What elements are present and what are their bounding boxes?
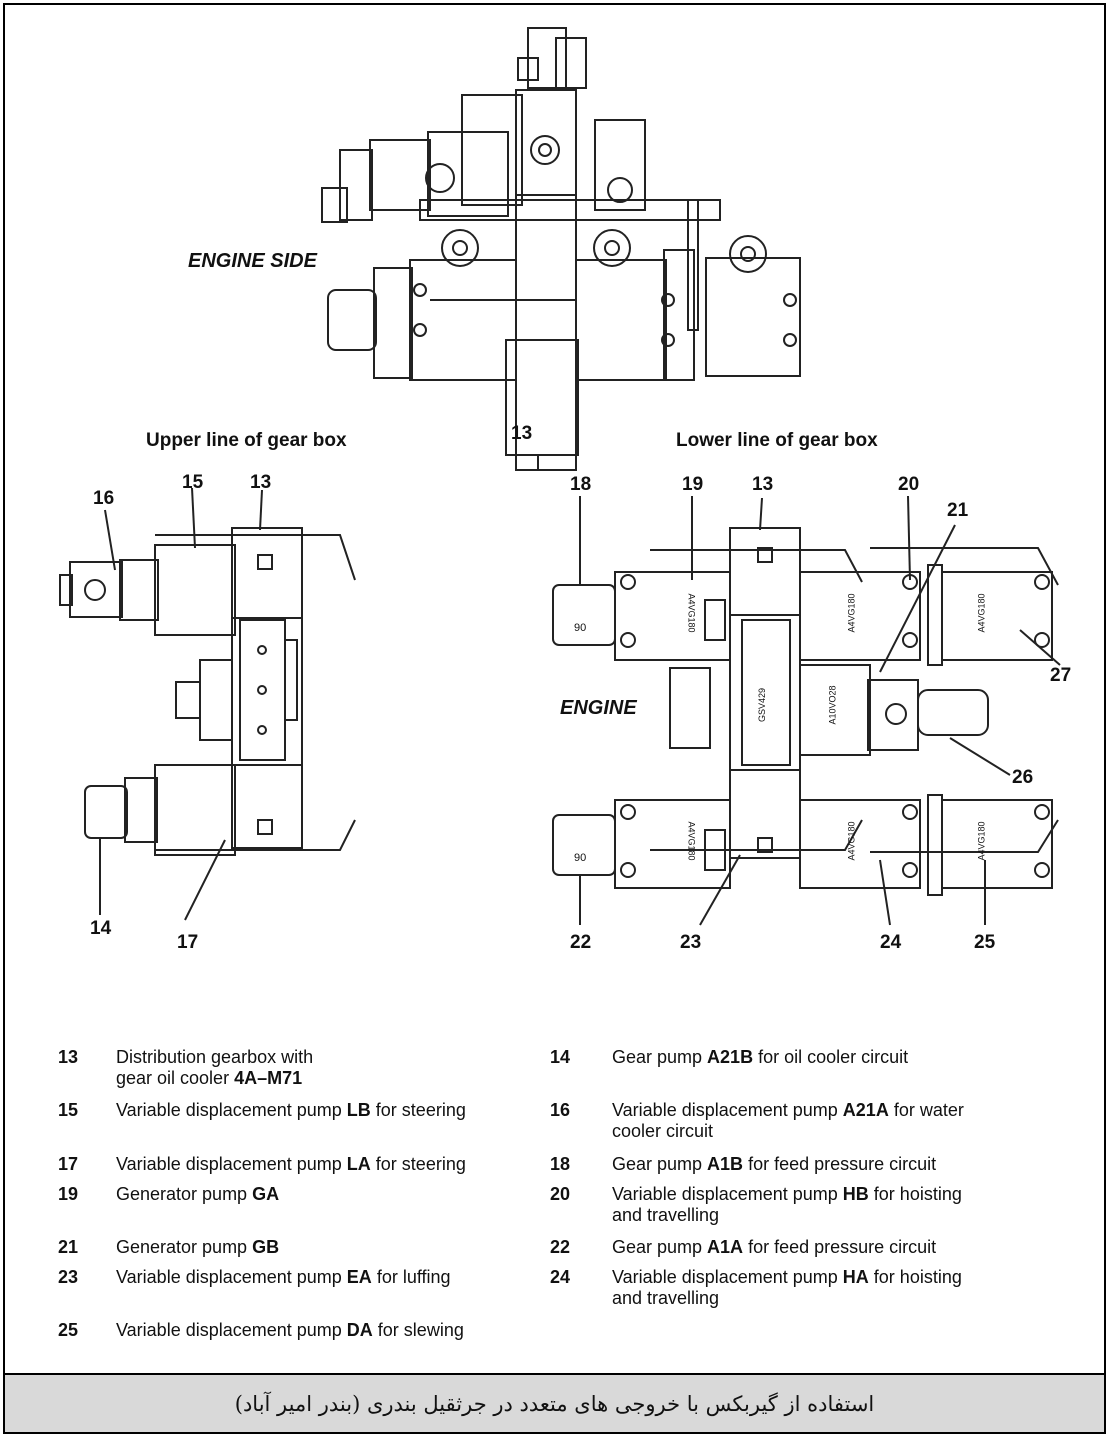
shaft-marking-22: 90 (574, 852, 587, 864)
callout-21: 21 (947, 500, 969, 521)
legend-code: HA (842, 1267, 869, 1287)
legend-description: Gear pump A1A for feed pressure circuit (612, 1237, 1052, 1258)
legend-line: and travelling (612, 1205, 720, 1225)
legend-description: Variable displacement pump HB for hoisti… (612, 1184, 1052, 1226)
legend-line: Variable displacement pump LA for steeri… (116, 1154, 466, 1174)
legend-description: Variable displacement pump LB for steeri… (116, 1100, 546, 1121)
legend-line: Variable displacement pump A21A for wate… (612, 1100, 964, 1120)
callout-27: 27 (1050, 665, 1072, 686)
legend-description: Generator pump GB (116, 1237, 546, 1258)
callout-25: 25 (974, 932, 996, 953)
legend-line: gear oil cooler 4A–M71 (116, 1068, 303, 1088)
legend-line: Distribution gearbox with (116, 1047, 314, 1067)
legend-code: A21B (707, 1047, 754, 1067)
callout-24: 24 (880, 932, 902, 953)
legend-number: 16 (550, 1100, 571, 1120)
upper-line-heading: Upper line of gear box (146, 430, 347, 451)
pump-marking-25: A4VG180 (976, 821, 987, 861)
legend-number: 14 (550, 1047, 571, 1067)
legend-description: Generator pump GA (116, 1184, 546, 1205)
legend-number: 15 (58, 1100, 79, 1120)
legend-description: Gear pump A21B for oil cooler circuit (612, 1047, 1052, 1068)
callout-14: 14 (90, 918, 112, 939)
lower-line-view (552, 495, 1061, 926)
legend-code: 4A–M71 (234, 1068, 303, 1088)
legend-line: Generator pump GA (116, 1184, 280, 1204)
legend-description: Variable displacement pump LA for steeri… (116, 1154, 546, 1175)
legend-code: DA (346, 1320, 373, 1340)
figure-frame (3, 3, 1106, 1434)
legend-number: 22 (550, 1237, 571, 1257)
legend-line: Variable displacement pump DA for slewin… (116, 1320, 464, 1340)
pump-marking-21: A10VO28 (827, 685, 838, 725)
callout-19: 19 (682, 474, 704, 495)
legend-code: A1A (707, 1237, 744, 1257)
legend-number: 19 (58, 1184, 79, 1204)
pump-marking-19: A4VG180 (686, 593, 697, 633)
legend-line: Variable displacement pump HB for hoisti… (612, 1184, 962, 1204)
callout-20: 20 (898, 474, 920, 495)
legend-number: 13 (58, 1047, 79, 1067)
legend-description: Variable displacement pump DA for slewin… (116, 1320, 546, 1341)
gearbox-marking: GSV429 (757, 687, 768, 723)
callout-13-lower: 13 (752, 474, 774, 495)
pump-marking-23: A4VG180 (686, 821, 697, 861)
legend-line: Gear pump A1B for feed pressure circuit (612, 1154, 937, 1174)
legend-code: A1B (707, 1154, 744, 1174)
legend-line: Variable displacement pump LB for steeri… (116, 1100, 466, 1120)
legend-number: 17 (58, 1154, 79, 1174)
legend-code: EA (346, 1267, 372, 1287)
engine-side-label: ENGINE SIDE (188, 250, 317, 272)
legend-code: GB (252, 1237, 280, 1257)
pump-marking-27: A4VG180 (976, 593, 987, 633)
engine-side-view (321, 27, 801, 471)
legend-description: Variable displacement pump A21A for wate… (612, 1100, 1052, 1142)
legend-description: Variable displacement pump EA for luffin… (116, 1267, 546, 1288)
pump-marking-24: A4VG180 (846, 821, 857, 861)
upper-line-view (59, 487, 356, 921)
legend-code: HB (842, 1184, 869, 1204)
legend-number: 20 (550, 1184, 571, 1204)
pump-marking-20: A4VG180 (846, 593, 857, 633)
legend-code: LB (346, 1100, 371, 1120)
callout-16: 16 (93, 488, 115, 509)
shaft-marking-18: 90 (574, 622, 587, 634)
engine-label: ENGINE (560, 697, 637, 719)
legend-number: 23 (58, 1267, 79, 1287)
legend-code: LA (346, 1154, 371, 1174)
legend-line: Variable displacement pump EA for luffin… (116, 1267, 451, 1287)
legend-line: Variable displacement pump HA for hoisti… (612, 1267, 962, 1287)
callout-13-upper: 13 (250, 472, 272, 493)
legend-line: cooler circuit (612, 1121, 714, 1141)
legend-number: 24 (550, 1267, 571, 1287)
legend-line: Gear pump A1A for feed pressure circuit (612, 1237, 937, 1257)
callout-13-top: 13 (511, 423, 533, 444)
callout-17: 17 (177, 932, 199, 953)
legend-code: GA (252, 1184, 280, 1204)
lower-line-heading: Lower line of gear box (676, 430, 878, 451)
callout-26: 26 (1012, 767, 1034, 788)
legend-description: Gear pump A1B for feed pressure circuit (612, 1154, 1052, 1175)
callout-18: 18 (570, 474, 592, 495)
legend-number: 21 (58, 1237, 79, 1257)
legend-number: 18 (550, 1154, 571, 1174)
figure-caption: استفاده از گیربکس با خروجی های متعدد در … (5, 1373, 1104, 1432)
callout-15: 15 (182, 472, 204, 493)
legend-code: A21A (842, 1100, 889, 1120)
callout-22: 22 (570, 932, 592, 953)
legend-description: Variable displacement pump HA for hoisti… (612, 1267, 1052, 1309)
callout-23: 23 (680, 932, 702, 953)
legend-line: and travelling (612, 1288, 720, 1308)
legend-line: Gear pump A21B for oil cooler circuit (612, 1047, 909, 1067)
legend-line: Generator pump GB (116, 1237, 280, 1257)
legend-number: 25 (58, 1320, 79, 1340)
